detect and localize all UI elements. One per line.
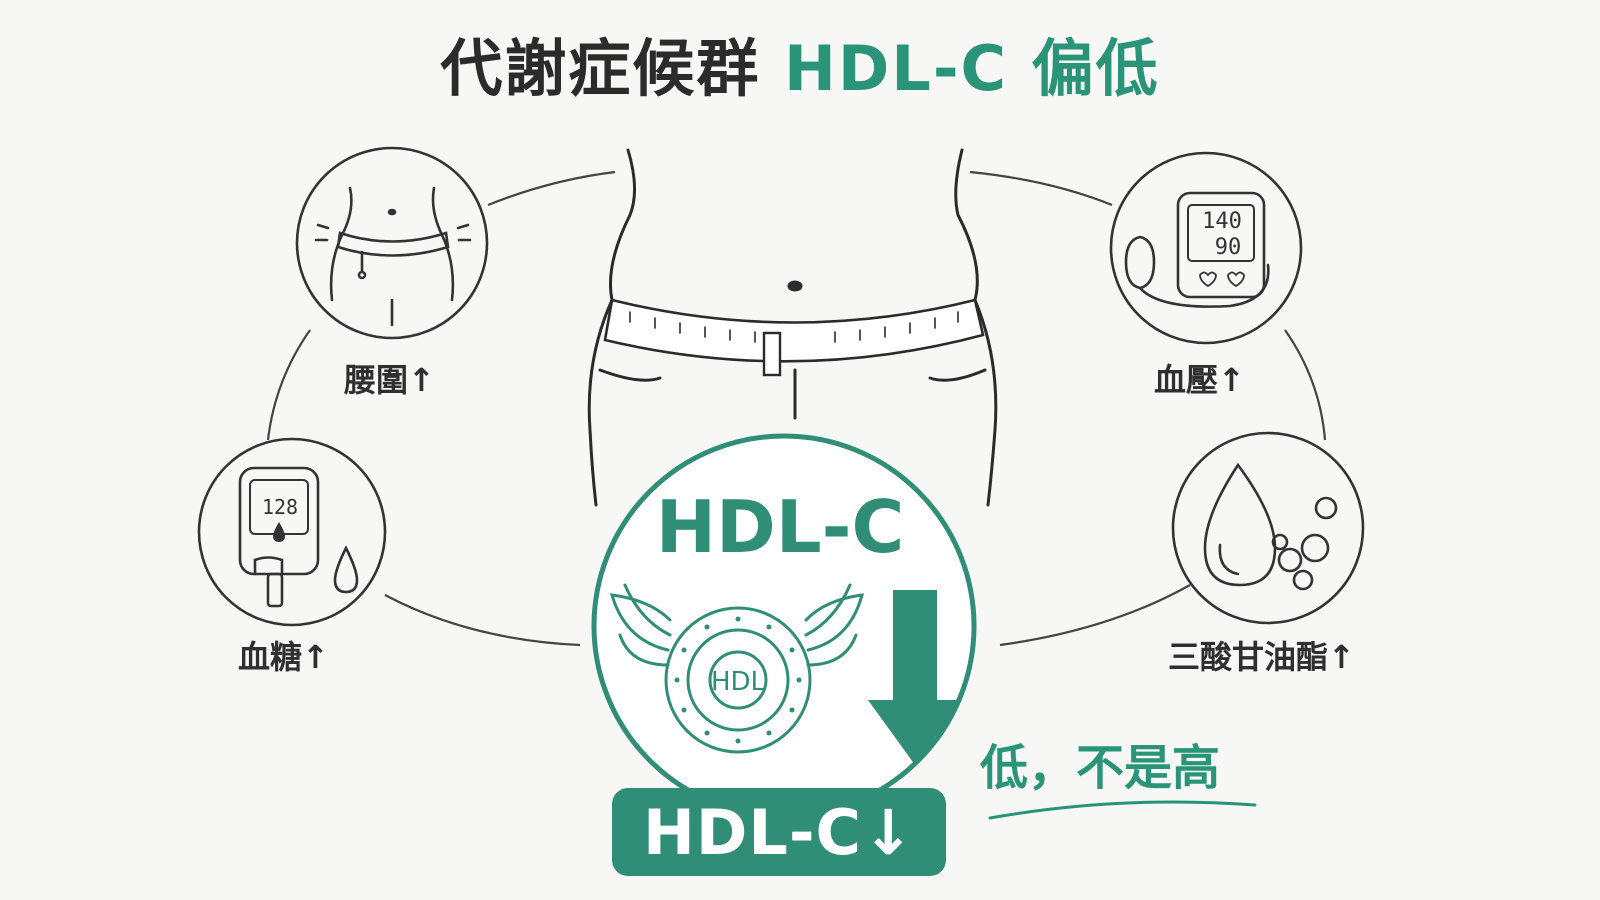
glucose-reading: 128: [262, 495, 298, 519]
note-text: 低，不是高: [980, 740, 1221, 796]
down-arrow-icon: [868, 590, 962, 765]
drop-icon: [273, 522, 285, 542]
note-underline: [988, 800, 1257, 820]
title-part1: 代謝症候群: [440, 32, 761, 105]
hdl-c-low-badge: HDL-C↓: [612, 788, 946, 876]
blood-pressure-icon: [1109, 151, 1303, 345]
triglycerides-icon: [1171, 431, 1365, 625]
page-title: 代謝症候群 HDL-C 偏低: [0, 18, 1600, 108]
hdl-particle-icon: [609, 583, 865, 754]
torso-illustration: [587, 148, 998, 507]
waist-icon: [295, 146, 489, 340]
hdl-particle-label: HDL: [711, 667, 766, 697]
title-part2: HDL-C 偏低: [783, 32, 1160, 105]
bp-diastolic: 90: [1215, 235, 1242, 260]
connector-lines: [266, 170, 1327, 647]
label-blood-sugar: 血糖↑: [238, 638, 329, 676]
label-triglycerides: 三酸甘油酯↑: [1168, 638, 1355, 676]
label-waist: 腰圍↑: [344, 361, 435, 399]
bp-systolic: 140: [1202, 209, 1242, 234]
label-blood-pressure: 血壓↑: [1154, 361, 1245, 399]
hdl-heading: HDL-C: [656, 485, 905, 569]
glucose-meter-icon: [197, 437, 387, 627]
